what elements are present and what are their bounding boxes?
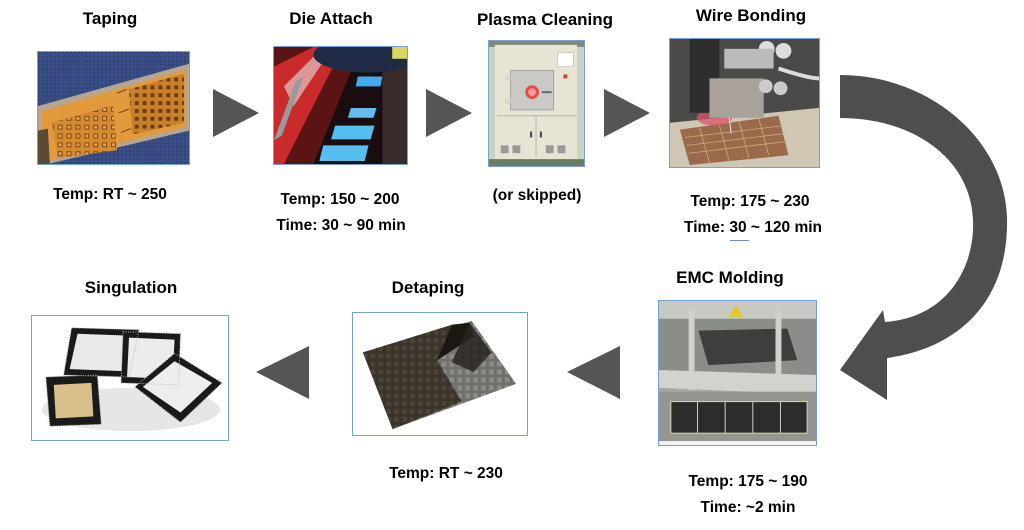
step-caption-die-attach-time: Time: 30 ~ 90 min: [276, 217, 406, 234]
step-caption-emc-molding-time: Time: ~2 min: [700, 499, 796, 516]
flow-arrow-left-2: [256, 346, 309, 399]
step-caption-wire-bonding-temp: Temp: 175 ~ 230: [690, 193, 810, 210]
flow-arrow-right-2: [426, 89, 472, 137]
detaping-image: [352, 312, 528, 436]
step-title-die-attach: Die Attach: [289, 9, 373, 28]
step-title-wire-bonding: Wire Bonding: [695, 6, 807, 25]
emc-molding-image: [658, 300, 817, 446]
flow-arrow-curved: [840, 75, 1008, 400]
flow-arrow-right-3: [604, 89, 650, 137]
spellcheck-underline: [730, 240, 749, 241]
singulation-image: [31, 315, 229, 441]
flow-arrow-right-1: [213, 89, 259, 137]
plasma-cleaning-image: [488, 40, 585, 167]
step-title-plasma-cleaning: Plasma Cleaning: [476, 10, 614, 29]
flow-arrow-left-1: [567, 346, 620, 399]
die-attach-image: [273, 46, 408, 165]
taping-image: [37, 51, 190, 165]
wire-bonding-image: [669, 38, 820, 168]
step-title-detaping: Detaping: [391, 278, 465, 297]
step-caption-die-attach-temp: Temp: 150 ~ 200: [280, 191, 400, 208]
step-title-singulation: Singulation: [84, 278, 178, 297]
step-title-taping: Taping: [82, 9, 138, 28]
step-caption-taping-temp: Temp: RT ~ 250: [53, 186, 167, 203]
step-caption-detaping-temp: Temp: RT ~ 230: [389, 465, 503, 482]
step-caption-plasma-cleaning: (or skipped): [492, 187, 582, 204]
step-caption-wire-bonding-time: Time: 30 ~ 120 min: [684, 219, 822, 236]
step-caption-emc-molding-temp: Temp: 175 ~ 190: [688, 473, 808, 490]
step-title-emc-molding: EMC Molding: [676, 268, 784, 287]
